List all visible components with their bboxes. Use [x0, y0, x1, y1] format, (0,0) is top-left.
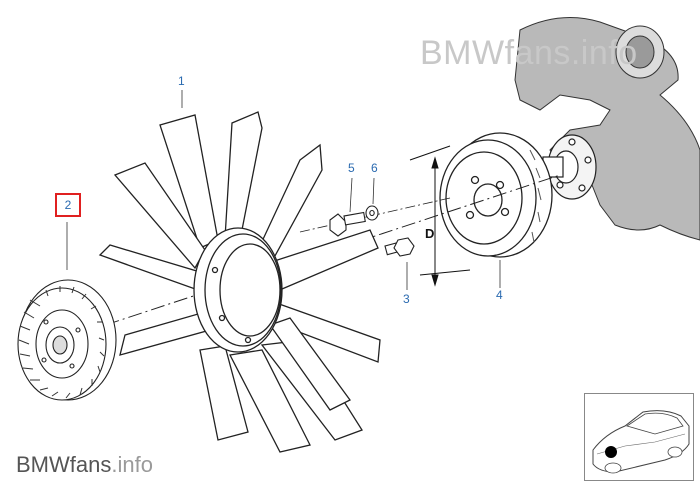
dimension-d-line: [409, 145, 471, 287]
watermark-brand: BMWfans: [16, 452, 112, 477]
callout-1[interactable]: 1: [178, 74, 185, 88]
callout-4[interactable]: 4: [496, 288, 503, 302]
bolt-5-drawing: [329, 211, 366, 237]
fan-blades-drawing: [98, 111, 381, 453]
watermark-top: BMWfans.info: [420, 34, 638, 72]
fan-hub-drawing: [193, 227, 283, 353]
watermark-suffix: .info: [111, 452, 153, 477]
viscous-clutch-drawing: [17, 279, 117, 401]
car-location-icon: [592, 410, 690, 474]
car-location-thumbnail[interactable]: [584, 393, 694, 481]
bolt-3-drawing: [384, 237, 415, 257]
callout-6[interactable]: 6: [371, 161, 378, 175]
dimension-d-label: D: [425, 226, 435, 241]
pulley-drawing: [439, 132, 553, 258]
callout-2-highlighted[interactable]: 2: [55, 193, 81, 217]
engine-block-drawing: [514, 17, 700, 241]
callout-3[interactable]: 3: [403, 292, 410, 306]
leader-lines: [66, 90, 501, 290]
callout-5[interactable]: 5: [348, 161, 355, 175]
watermark-bottom: BMWfans.info: [16, 452, 153, 478]
washer-6-drawing: [365, 205, 379, 221]
water-pump-flange-drawing: [542, 134, 597, 200]
center-axis-line: [59, 174, 561, 341]
